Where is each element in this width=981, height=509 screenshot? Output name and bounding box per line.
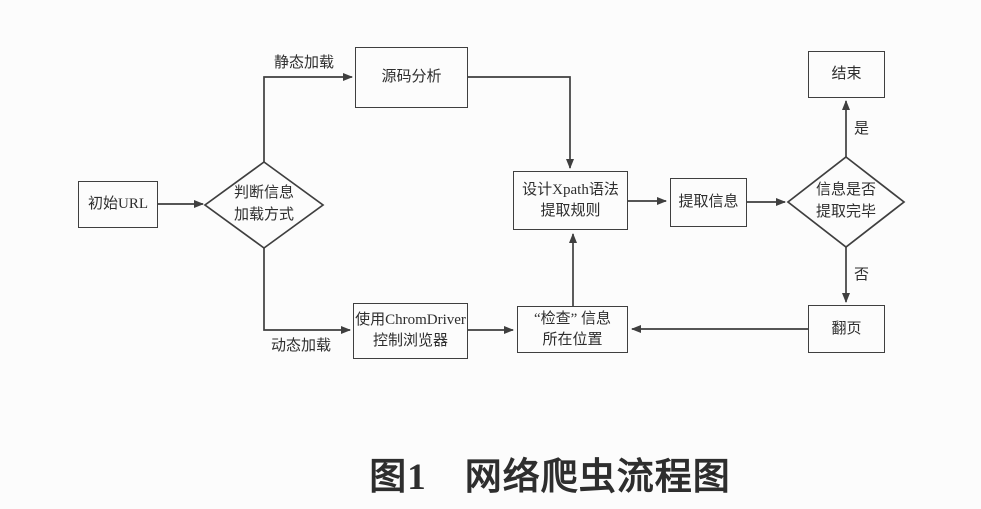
use-chromdriver-line2: 控制浏览器: [372, 333, 448, 349]
inspect-location-line2: 所在位置: [542, 331, 603, 348]
node-xpath-rules: 设计Xpath语法 提取规则: [513, 171, 628, 230]
node-end-label: 结束: [831, 66, 862, 82]
node-source-analysis: 源码分析: [355, 47, 468, 108]
judge-finished-line1: 信息是否: [815, 182, 876, 199]
node-extract-info: 提取信息: [670, 178, 747, 227]
figure-caption: 图1 网络爬虫流程图: [369, 457, 731, 498]
edge-label-yes: 是: [854, 121, 870, 137]
use-chromdriver-line1: 使用ChromDriver: [355, 312, 466, 328]
node-end: 结束: [808, 51, 885, 98]
inspect-location-line1: “检查” 信息: [533, 310, 612, 327]
xpath-rules-line1: 设计Xpath语法: [522, 181, 619, 198]
node-inspect-location: “检查” 信息 所在位置: [517, 306, 628, 353]
node-judge-loading-label: 判断信息 加载方式: [204, 175, 324, 235]
edge-dynamic-to-chromdriver: [263, 248, 351, 334]
xpath-rules-line2: 提取规则: [540, 202, 601, 219]
node-start-url: 初始URL: [78, 181, 158, 228]
node-start-url-label: 初始URL: [87, 196, 148, 212]
node-page-turn: 翻页: [808, 305, 885, 353]
edge-source-analysis-to-xpath: [468, 76, 574, 169]
node-extract-info-label: 提取信息: [678, 194, 739, 210]
edge-label-dynamic-loading: 动态加载: [271, 338, 332, 354]
node-judge-finished-label: 信息是否 提取完毕: [786, 172, 906, 232]
edge-label-static-loading: 静态加载: [274, 55, 335, 71]
judge-finished-line2: 提取完毕: [815, 204, 876, 220]
judge-loading-line1: 判断信息: [233, 185, 294, 202]
node-use-chromdriver: 使用ChromDriver 控制浏览器: [353, 303, 468, 359]
node-page-turn-label: 翻页: [831, 320, 862, 337]
node-source-analysis-label: 源码分析: [381, 69, 442, 85]
edge-label-no: 否: [854, 267, 870, 283]
judge-loading-line2: 加载方式: [233, 207, 294, 223]
edge-static-to-source-analysis: [263, 73, 353, 162]
